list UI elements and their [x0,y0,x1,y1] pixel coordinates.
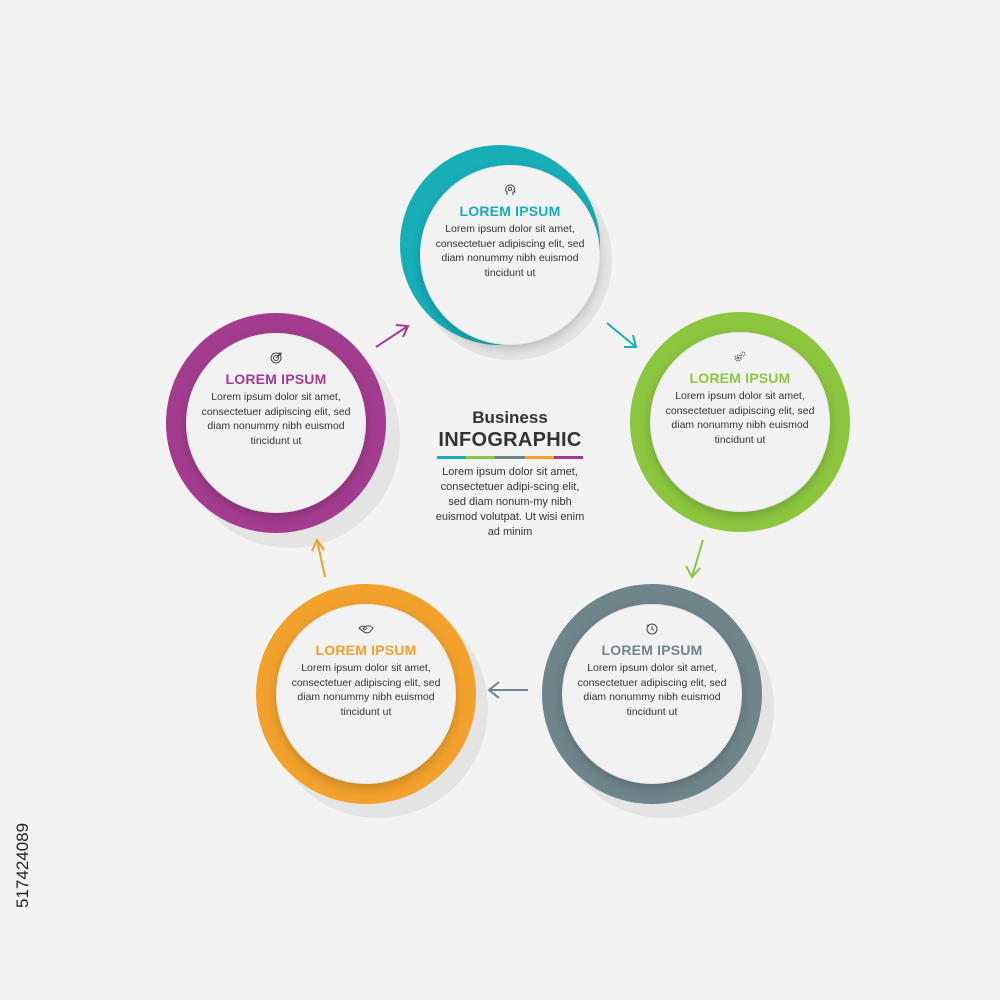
stock-id-text: 517424089 [13,823,32,908]
arrow-icon [311,537,326,578]
gears-icon [734,351,746,362]
step-2-content: LOREM IPSUM Lorem ipsum dolor sit amet, … [660,350,820,447]
stock-id-label: 517424089 [13,823,32,908]
step-1-text: Lorem ipsum dolor sit amet, consectetuer… [435,223,585,279]
center-description: Lorem ipsum dolor sit amet, consectetuer… [435,466,585,538]
step-5-title: LOREM IPSUM [225,371,327,387]
color-bar [437,456,584,459]
step-5-text: Lorem ipsum dolor sit amet, consectetuer… [201,391,351,447]
step-5-content: LOREM IPSUM Lorem ipsum dolor sit amet, … [196,351,356,448]
clock-icon [646,623,658,635]
step-4-disc [276,604,456,784]
step-3-text: Lorem ipsum dolor sit amet, consectetuer… [577,662,727,718]
head-icon [505,184,516,195]
step-4-text: Lorem ipsum dolor sit amet, consectetuer… [291,662,441,718]
arrow-icon [606,322,638,348]
target-icon [270,352,282,364]
step-4-title: LOREM IPSUM [315,642,417,658]
step-1-title: LOREM IPSUM [459,203,561,219]
step-4-content: LOREM IPSUM Lorem ipsum dolor sit amet, … [286,622,446,719]
step-3-title: LOREM IPSUM [601,642,703,658]
arrow-icon [375,324,410,348]
arrow-icon [685,539,704,579]
step-2-disc [650,332,830,512]
center-title-line1: Business [472,408,548,427]
center-title-block: Business INFOGRAPHIC Lorem ipsum dolor s… [430,408,590,540]
step-3-content: LOREM IPSUM Lorem ipsum dolor sit amet, … [572,622,732,719]
handshake-icon [358,625,374,634]
step-1-disc [420,165,600,345]
step-1-content: LOREM IPSUM Lorem ipsum dolor sit amet, … [430,183,590,280]
arrow-icon [487,681,528,699]
step-2-text: Lorem ipsum dolor sit amet, consectetuer… [665,390,815,446]
step-2-title: LOREM IPSUM [689,370,791,386]
center-title-line2: INFOGRAPHIC [438,429,582,451]
